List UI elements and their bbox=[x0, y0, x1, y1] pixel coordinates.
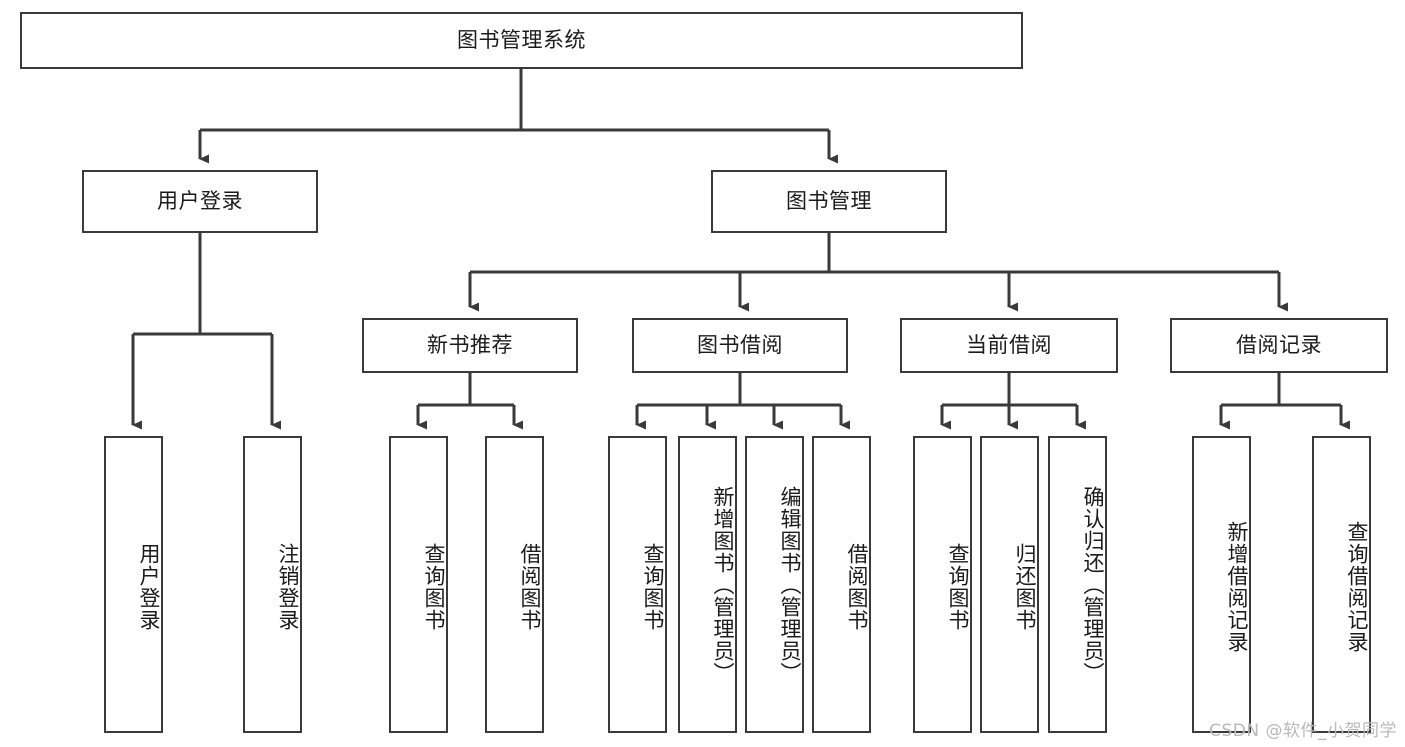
node-new-book-recommend[interactable]: 新书推荐 bbox=[362, 318, 578, 373]
node-leaf-borrow-book-recommend[interactable]: 借阅图书 bbox=[485, 436, 544, 733]
node-root-book-management-system[interactable]: 图书管理系统 bbox=[20, 12, 1023, 69]
node-label: 新增图书（管理员） bbox=[711, 486, 735, 684]
node-leaf-user-login[interactable]: 用户登录 bbox=[104, 436, 163, 733]
node-borrow-record[interactable]: 借阅记录 bbox=[1170, 318, 1388, 373]
node-label: 确认归还（管理员） bbox=[1081, 486, 1105, 684]
node-label: 查询图书 bbox=[641, 542, 665, 631]
node-label: 新增借阅记录 bbox=[1225, 520, 1249, 653]
node-label: 借阅记录 bbox=[1236, 333, 1322, 358]
node-current-borrow[interactable]: 当前借阅 bbox=[900, 318, 1118, 373]
node-label: 图书管理 bbox=[786, 189, 872, 214]
node-user-login[interactable]: 用户登录 bbox=[82, 170, 318, 233]
node-label: 查询图书 bbox=[946, 542, 970, 631]
node-leaf-add-borrow-record[interactable]: 新增借阅记录 bbox=[1192, 436, 1251, 733]
node-leaf-return-book[interactable]: 归还图书 bbox=[980, 436, 1039, 733]
node-leaf-edit-book-admin[interactable]: 编辑图书（管理员） bbox=[745, 436, 804, 733]
node-label: 图书借阅 bbox=[697, 333, 783, 358]
node-leaf-confirm-return-admin[interactable]: 确认归还（管理员） bbox=[1048, 436, 1107, 733]
node-leaf-query-book-recommend[interactable]: 查询图书 bbox=[389, 436, 448, 733]
node-label: 查询借阅记录 bbox=[1345, 520, 1369, 653]
node-label: 新书推荐 bbox=[427, 333, 513, 358]
node-leaf-borrow-book[interactable]: 借阅图书 bbox=[812, 436, 871, 733]
node-label: 编辑图书（管理员） bbox=[778, 486, 802, 684]
node-label: 用户登录 bbox=[137, 542, 161, 631]
node-label: 图书管理系统 bbox=[457, 28, 586, 53]
node-book-borrow[interactable]: 图书借阅 bbox=[632, 318, 848, 373]
node-label: 当前借阅 bbox=[966, 333, 1052, 358]
node-label: 查询图书 bbox=[422, 542, 446, 631]
node-label: 注销登录 bbox=[276, 542, 300, 631]
node-leaf-query-book-borrow[interactable]: 查询图书 bbox=[608, 436, 667, 733]
node-leaf-logout[interactable]: 注销登录 bbox=[243, 436, 302, 733]
node-label: 用户登录 bbox=[157, 189, 243, 214]
node-leaf-add-book-admin[interactable]: 新增图书（管理员） bbox=[678, 436, 737, 733]
node-label: 借阅图书 bbox=[845, 542, 869, 631]
node-leaf-query-borrow-record[interactable]: 查询借阅记录 bbox=[1312, 436, 1371, 733]
node-label: 归还图书 bbox=[1013, 542, 1037, 631]
node-leaf-query-book-current[interactable]: 查询图书 bbox=[913, 436, 972, 733]
watermark-csdn: CSDN @软件_小贺同学 bbox=[1209, 721, 1397, 741]
node-label: 借阅图书 bbox=[518, 542, 542, 631]
node-book-management[interactable]: 图书管理 bbox=[711, 170, 947, 233]
